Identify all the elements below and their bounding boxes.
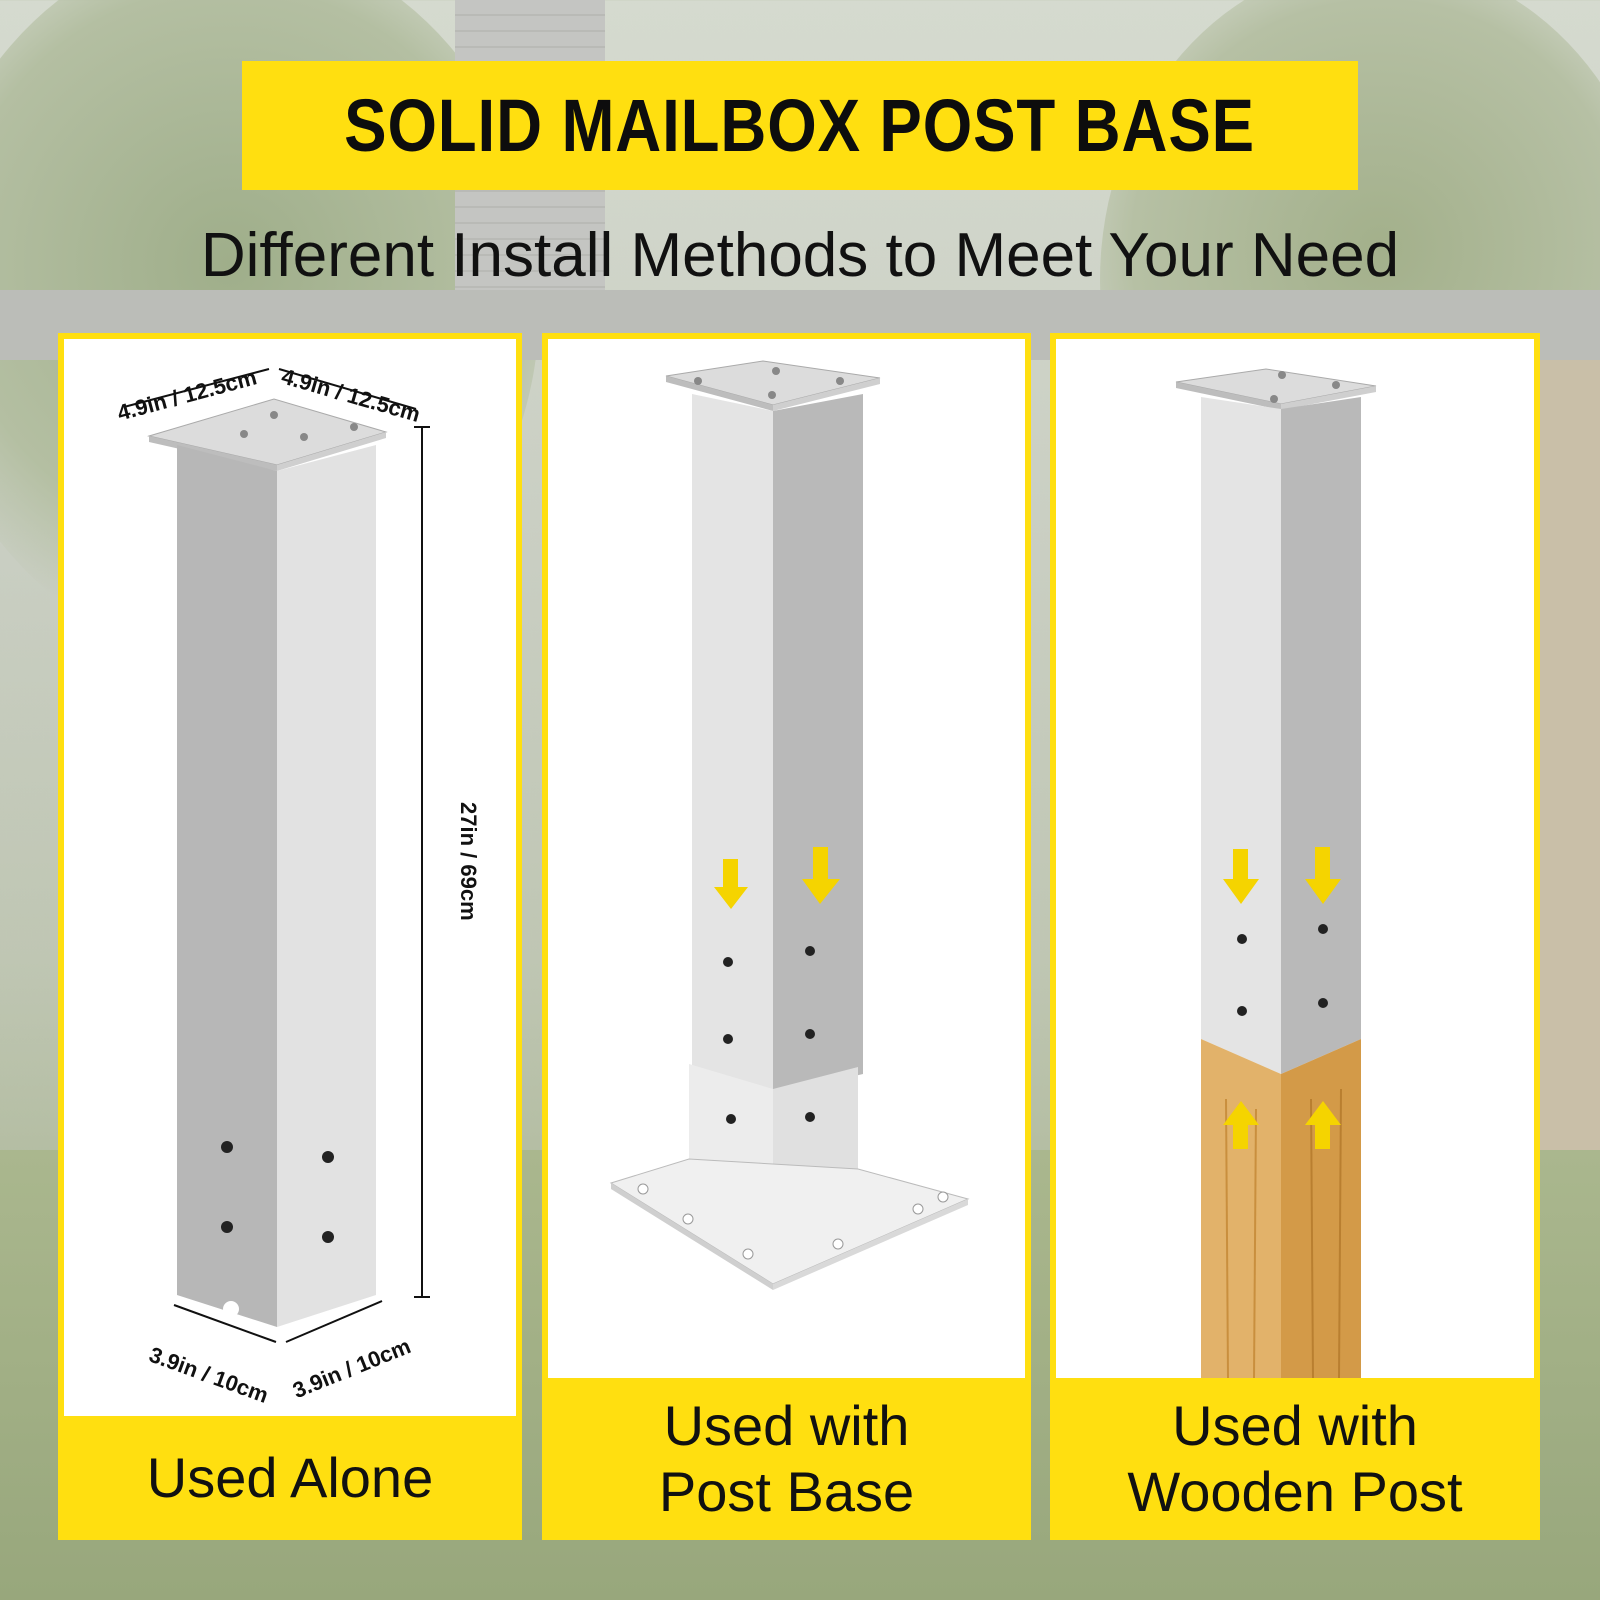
panel-image-used-alone: 4.9in / 12.5cm 4.9in / 12.5cm 27in / 69c… xyxy=(64,339,516,1416)
post-illustration-wooden-post xyxy=(1175,368,1377,1378)
page-subtitle: Different Install Methods to Meet Your N… xyxy=(200,221,1400,290)
title-banner: SOLID MAILBOX POST BASE xyxy=(242,61,1358,190)
panel-used-with-post-base: Used with Post Base xyxy=(542,333,1031,1540)
caption-line-2: Wooden Post xyxy=(1127,1460,1463,1523)
caption-line-2: Post Base xyxy=(658,1460,915,1523)
post-illustration-post-base xyxy=(609,360,970,1290)
caption-used-with-post-base: Used with Post Base xyxy=(542,1378,1031,1540)
panel-image-wooden-post xyxy=(1056,339,1534,1378)
caption-line-1: Used with xyxy=(663,1394,910,1457)
dimension-height: 27in / 69cm xyxy=(456,802,481,921)
caption-used-alone: Used Alone xyxy=(146,1446,434,1509)
page-title: SOLID MAILBOX POST BASE xyxy=(344,84,1256,167)
caption-used-with-wooden-post: Used with Wooden Post xyxy=(1050,1378,1540,1540)
post-illustration-alone xyxy=(123,368,430,1343)
panel-used-with-wooden-post: Used with Wooden Post xyxy=(1050,333,1540,1540)
panel-used-alone: 4.9in / 12.5cm 4.9in / 12.5cm 27in / 69c… xyxy=(58,333,522,1540)
caption-line-1: Used with xyxy=(1172,1394,1418,1457)
panel-image-post-base xyxy=(548,339,1025,1378)
